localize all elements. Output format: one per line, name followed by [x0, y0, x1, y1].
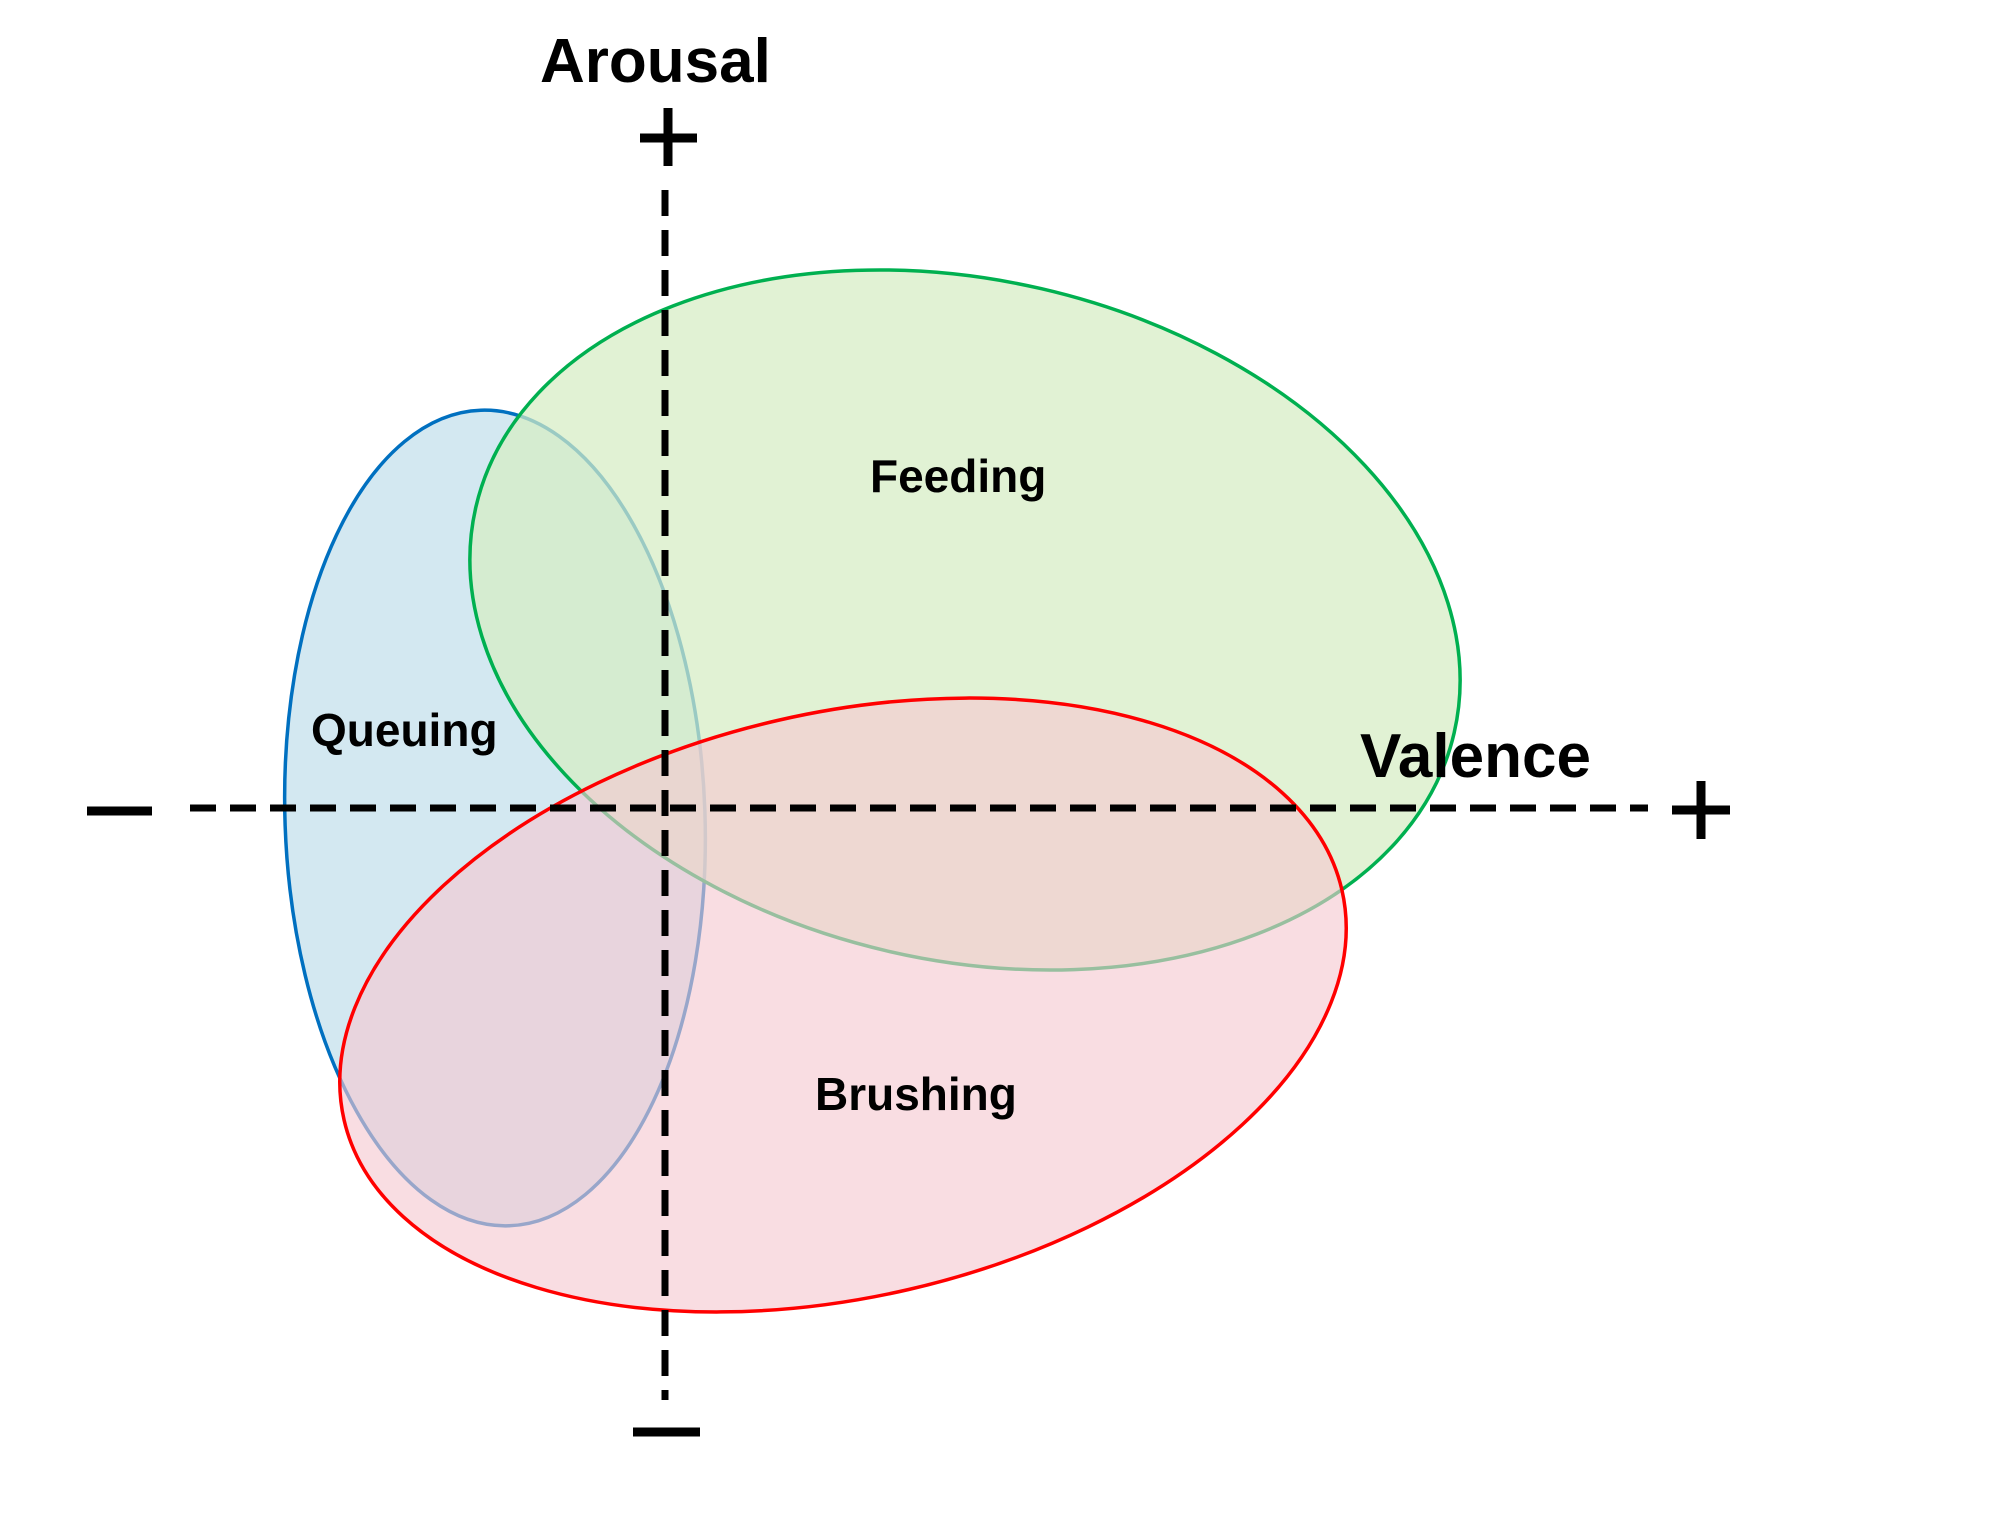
queuing-label: Queuing	[311, 704, 498, 756]
valence-axis-title: Valence	[1360, 722, 1591, 791]
feeding-label: Feeding	[870, 450, 1046, 502]
arousal-positive-sign: +	[640, 108, 697, 166]
valence-positive-sign: +	[1672, 781, 1730, 839]
arousal-axis-title: Arousal	[540, 27, 771, 96]
brushing-label: Brushing	[815, 1068, 1017, 1120]
brushing-region	[338, 696, 1348, 1314]
